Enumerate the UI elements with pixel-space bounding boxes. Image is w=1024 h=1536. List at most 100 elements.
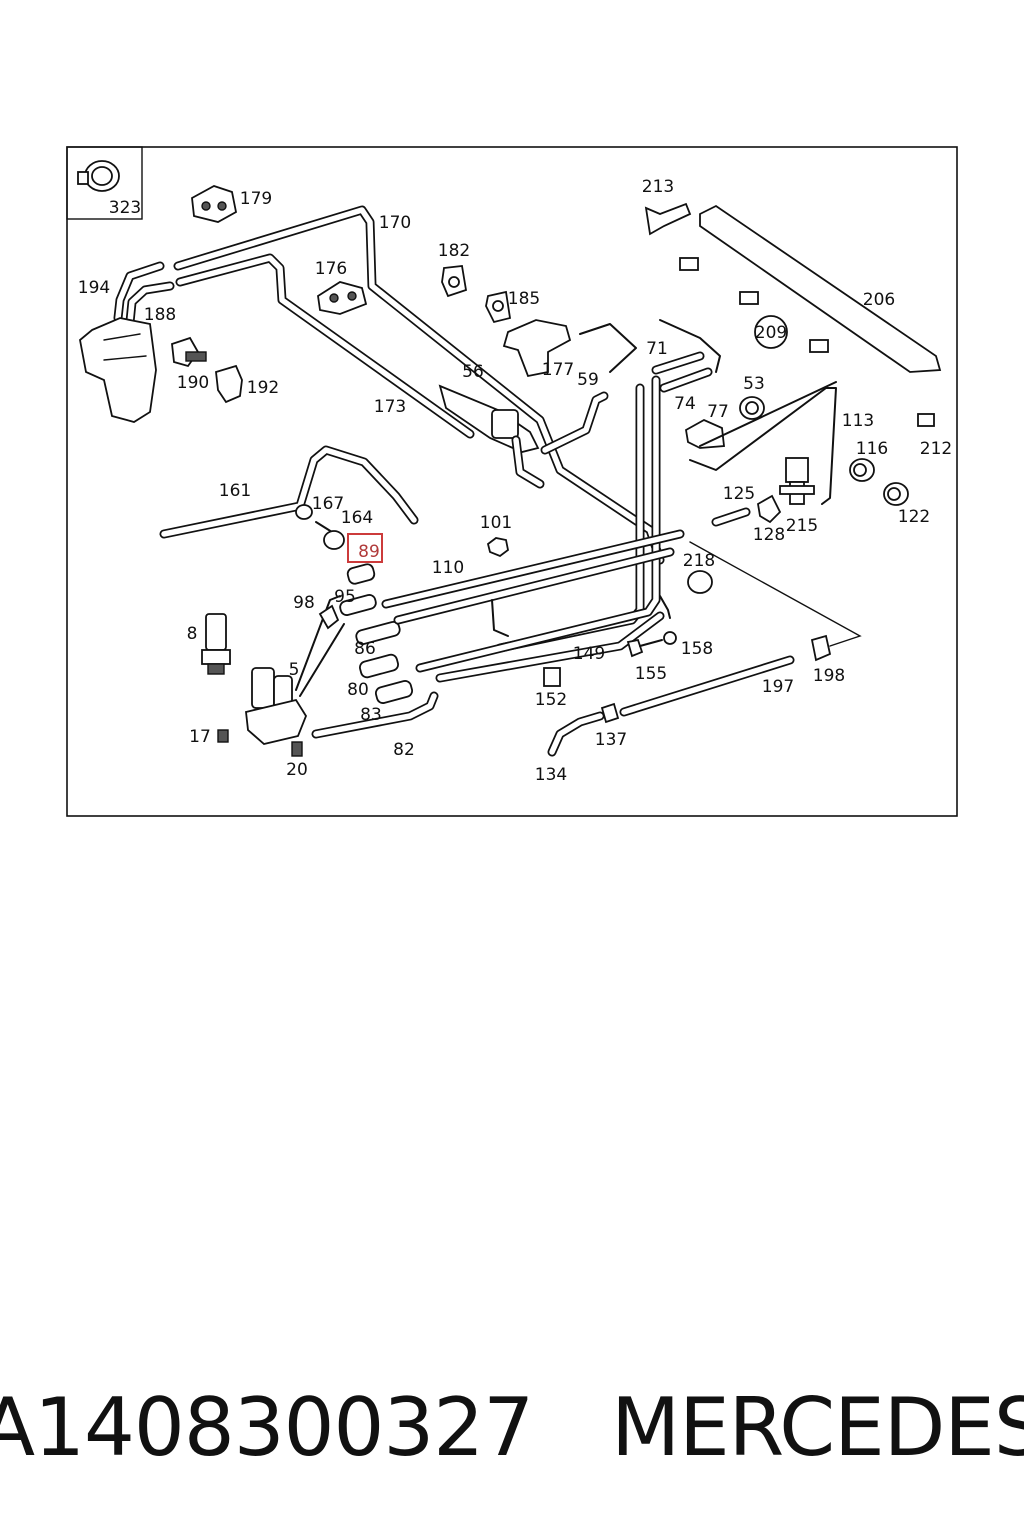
part-label-137: 137 xyxy=(595,730,627,750)
part-label-86: 86 xyxy=(354,639,376,659)
clip-185 xyxy=(485,290,512,324)
fitting-128 xyxy=(757,494,782,524)
part-label-194: 194 xyxy=(78,278,110,298)
hose-59 xyxy=(540,391,609,455)
clip-98 xyxy=(318,604,340,630)
part-label-71: 71 xyxy=(646,339,668,359)
highlight-box xyxy=(347,533,383,563)
hose-clamp-323 xyxy=(77,160,120,192)
hose-149 xyxy=(435,611,665,683)
part-label-198: 198 xyxy=(813,666,845,686)
part-label-323: 323 xyxy=(109,198,141,218)
hose-113 xyxy=(689,381,837,505)
part-label-122: 122 xyxy=(898,507,930,527)
clip-137 xyxy=(600,702,620,724)
part-label-215: 215 xyxy=(786,516,818,536)
footer: A1408300327 MERCEDES xyxy=(0,1372,1024,1482)
part-label-149: 149 xyxy=(573,644,605,664)
hose-194 xyxy=(113,261,175,327)
part-label-113: 113 xyxy=(842,411,874,431)
reservoir xyxy=(79,317,157,423)
part-label-134: 134 xyxy=(535,765,567,785)
washer-158 xyxy=(663,631,677,645)
part-label-192: 192 xyxy=(247,378,279,398)
part-label-161: 161 xyxy=(219,481,251,501)
brand-name: MERCEDES xyxy=(611,1380,1024,1474)
part-label-206: 206 xyxy=(863,290,895,310)
grommet-122 xyxy=(883,482,909,506)
part-label-158: 158 xyxy=(681,639,713,659)
inset-box xyxy=(66,146,143,220)
hose-173 xyxy=(175,253,475,439)
valve-77 xyxy=(685,418,725,449)
part-label-20: 20 xyxy=(286,760,308,780)
part-label-218: 218 xyxy=(683,551,715,571)
part-label-5: 5 xyxy=(289,660,300,680)
part-label-95: 95 xyxy=(334,587,356,607)
bracket-179 xyxy=(191,185,238,223)
part-label-177: 177 xyxy=(542,360,574,380)
hose-piece-89 xyxy=(346,563,376,585)
elbow-hose-134 xyxy=(547,711,605,757)
part-label-176: 176 xyxy=(315,259,347,279)
part-label-173: 173 xyxy=(374,397,406,417)
part-label-128: 128 xyxy=(753,525,785,545)
part-label-59: 59 xyxy=(577,370,599,390)
cap-218 xyxy=(687,570,713,594)
pump-56 xyxy=(438,384,545,489)
part-label-82: 82 xyxy=(393,740,415,760)
leader-lines xyxy=(689,541,862,647)
plug-213 xyxy=(644,202,692,236)
clip-152 xyxy=(543,667,561,687)
part-label-213: 213 xyxy=(642,177,674,197)
nut-101 xyxy=(486,537,509,558)
grommet-116 xyxy=(849,458,875,482)
hose-197 xyxy=(619,655,795,717)
part-label-197: 197 xyxy=(762,677,794,697)
hose-110 xyxy=(381,529,685,625)
part-label-80: 80 xyxy=(347,680,369,700)
part-number: A1408300327 xyxy=(0,1380,534,1474)
part-label-188: 188 xyxy=(144,305,176,325)
part-label-83: 83 xyxy=(360,705,382,725)
part-label-110: 110 xyxy=(432,558,464,578)
part-label-152: 152 xyxy=(535,690,567,710)
part-label-190: 190 xyxy=(177,373,209,393)
screw-155 xyxy=(626,638,663,658)
part-label-164: 164 xyxy=(341,508,373,528)
clip-198 xyxy=(810,634,832,662)
clip-182 xyxy=(441,265,468,298)
clip-212 xyxy=(917,413,935,427)
trim-strip-206 xyxy=(679,204,942,373)
part-label-209: 209 xyxy=(755,323,787,343)
check-valve-215 xyxy=(779,457,815,505)
part-label-170: 170 xyxy=(379,213,411,233)
bracket-176 xyxy=(317,281,368,315)
part-label-212: 212 xyxy=(920,439,952,459)
part-label-116: 116 xyxy=(856,439,888,459)
pipe-161 xyxy=(159,445,419,539)
part-label-56: 56 xyxy=(462,362,484,382)
clip-192 xyxy=(215,364,243,404)
fitting-190 xyxy=(171,336,207,368)
bracket-mount xyxy=(491,595,671,637)
bracket-177 xyxy=(502,319,572,378)
screw-164 xyxy=(315,521,345,550)
hose-piece-95 xyxy=(339,594,377,616)
part-label-155: 155 xyxy=(635,664,667,684)
part-label-74: 74 xyxy=(674,394,696,414)
part-label-98: 98 xyxy=(293,593,315,613)
hose-piece-83 xyxy=(374,680,414,704)
part-label-179: 179 xyxy=(240,189,272,209)
diagram-frame xyxy=(66,146,958,817)
hose-82 xyxy=(311,691,439,739)
part-label-182: 182 xyxy=(438,241,470,261)
fitting-17 xyxy=(217,729,229,743)
hose-125 xyxy=(711,507,751,527)
part-label-125: 125 xyxy=(723,484,755,504)
grommet-53 xyxy=(739,396,765,420)
hose-piece-80 xyxy=(359,653,399,679)
sensor-8 xyxy=(201,613,231,675)
